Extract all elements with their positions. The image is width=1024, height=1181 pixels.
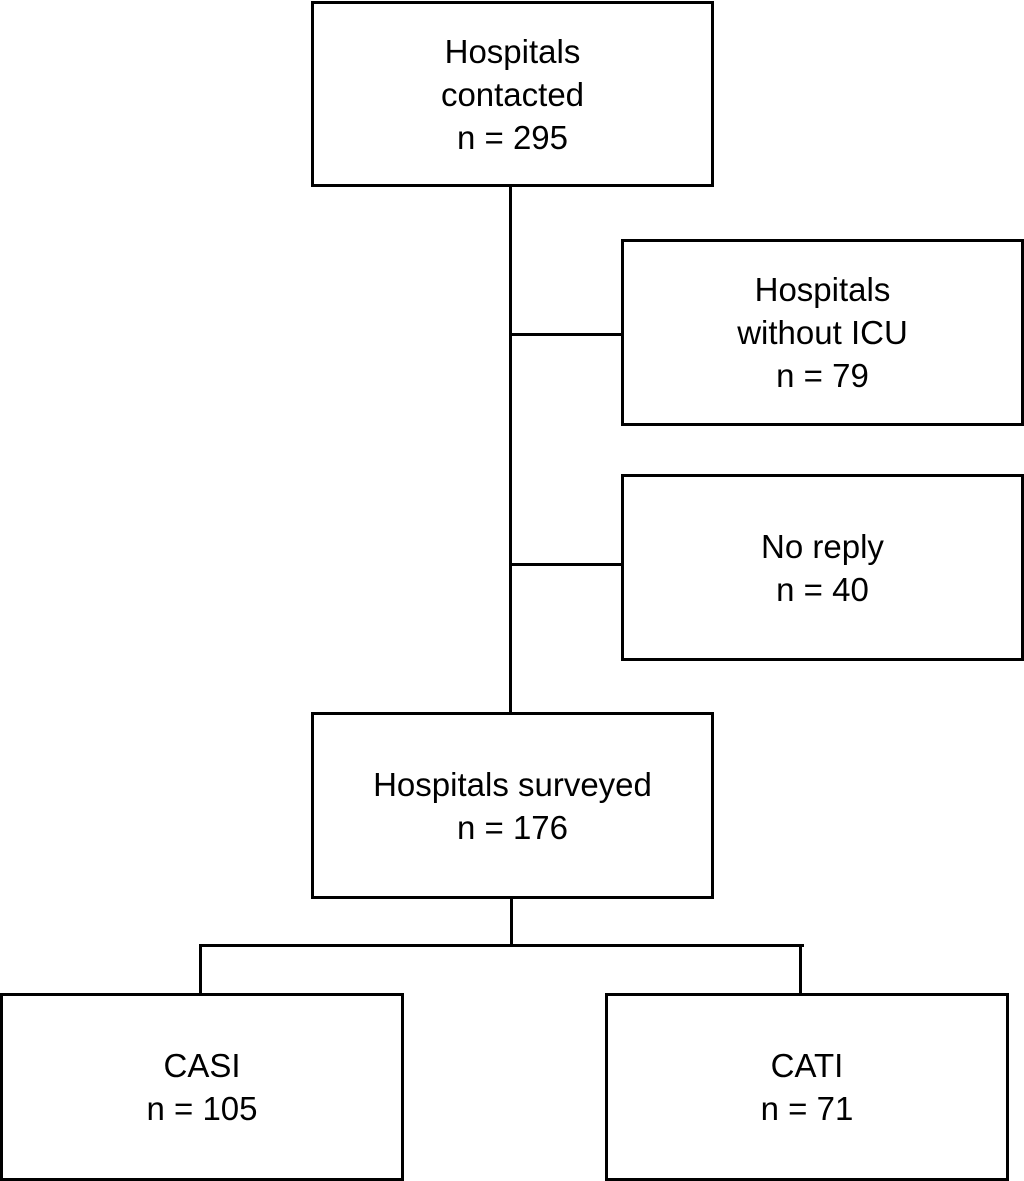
hospitals-contacted-box: Hospitals contacted n = 295 <box>311 1 714 187</box>
box-count: n = 295 <box>456 118 569 156</box>
no-reply-box: No reply n = 40 <box>621 474 1024 661</box>
box-count: n = 105 <box>146 1090 258 1127</box>
casi-box: CASI n = 105 <box>0 993 404 1181</box>
cati-drop-connector <box>799 944 802 994</box>
casi-drop-connector <box>199 944 202 994</box>
box-label-line: Hospitals <box>754 271 891 308</box>
split-bar-connector <box>199 944 804 947</box>
box-count: n = 176 <box>456 808 569 846</box>
box-label-line: contacted <box>440 75 585 113</box>
no-reply-branch-connector <box>509 563 622 566</box>
main-trunk-connector <box>509 187 512 713</box>
box-label-line: CASI <box>163 1047 241 1084</box>
box-count: n = 40 <box>776 570 869 608</box>
box-label-line: without ICU <box>737 314 908 351</box>
box-count: n = 71 <box>760 1090 854 1127</box>
box-label-line: CATI <box>770 1047 844 1084</box>
box-label-line: No reply <box>761 527 884 565</box>
split-stem-connector <box>510 899 513 947</box>
box-count: n = 79 <box>776 357 869 394</box>
box-label-line: Hospitals surveyed <box>373 765 652 803</box>
box-label-line: Hospitals <box>444 32 581 70</box>
hospitals-surveyed-box: Hospitals surveyed n = 176 <box>311 712 714 899</box>
hospitals-without-icu-box: Hospitals without ICU n = 79 <box>621 239 1024 426</box>
cati-box: CATI n = 71 <box>605 993 1009 1181</box>
without-icu-branch-connector <box>509 333 622 336</box>
